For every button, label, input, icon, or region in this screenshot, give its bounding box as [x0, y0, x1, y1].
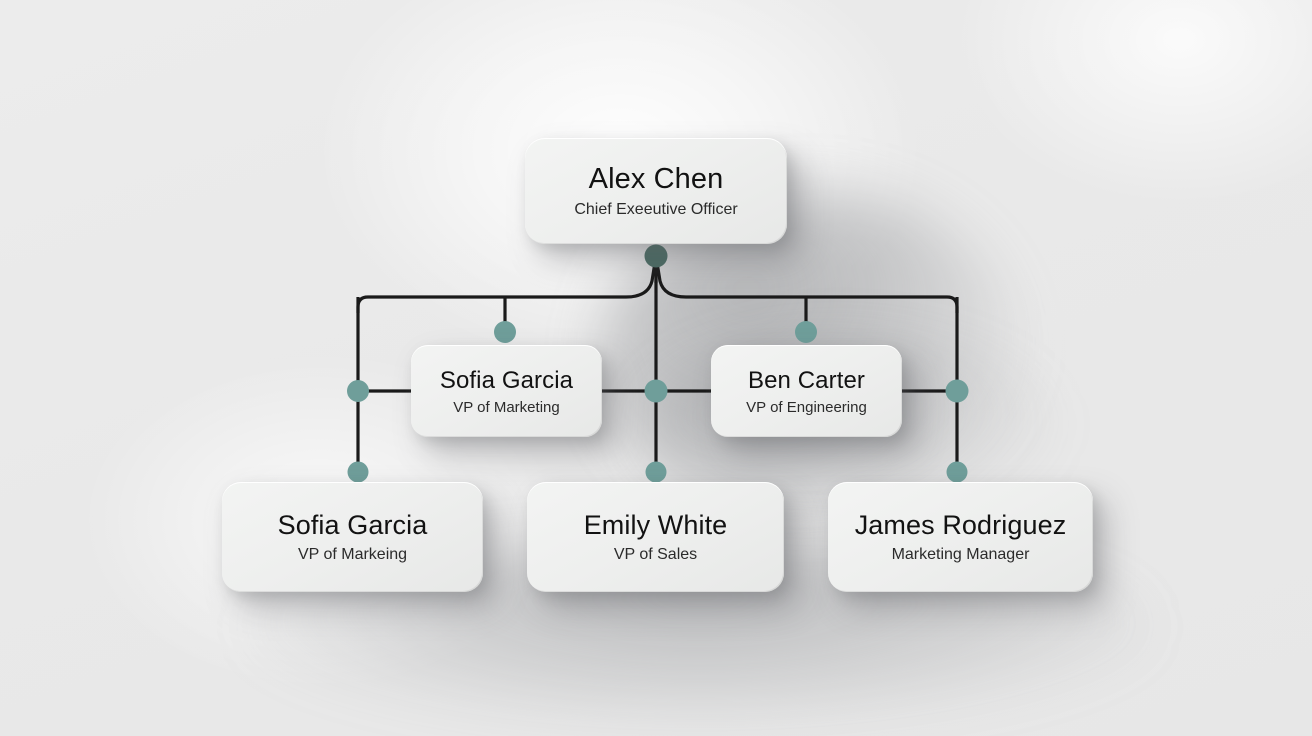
- node-dots: [347, 244, 969, 483]
- org-node-name: Emily White: [583, 510, 728, 540]
- org-node-card-emily[interactable]: Emily White VP of Sales: [527, 482, 784, 592]
- org-node-card-james[interactable]: James Rodriguez Marketing Manager: [828, 482, 1093, 592]
- dot-james: [946, 461, 968, 483]
- org-node-name: Alex Chen: [588, 163, 724, 195]
- dot-emily: [645, 461, 667, 483]
- org-node-card-engineering[interactable]: Ben Carter VP of Engineering: [711, 345, 902, 437]
- org-node-title: VP of Markeing: [297, 546, 408, 563]
- dot-left-rail-mid: [347, 380, 369, 402]
- org-node-title: VP of Marketing: [453, 398, 560, 416]
- org-node-card-ceo[interactable]: Alex Chen Chief Exeeutive Officer: [525, 138, 787, 244]
- org-node-title: VP of Engineering: [746, 398, 867, 416]
- org-node-title: VP of Sales: [613, 546, 698, 563]
- dot-bus-engineering: [795, 321, 817, 343]
- org-node-card-marketing[interactable]: Sofia Garcia VP of Marketing: [411, 345, 602, 437]
- edge-bus-left: [356, 255, 658, 313]
- org-node-name: Sofia Garcia: [439, 366, 574, 394]
- org-node-card-sofia[interactable]: Sofia Garcia VP of Markeing: [222, 482, 483, 592]
- org-node-name: James Rodriguez: [854, 510, 1067, 540]
- dot-center-rail-mid: [644, 379, 668, 403]
- dot-bus-marketing: [494, 321, 516, 343]
- dot-sofia: [347, 461, 369, 483]
- org-node-title: Marketing Manager: [891, 546, 1030, 563]
- org-node-name: Sofia Garcia: [277, 510, 428, 540]
- dot-ceo: [644, 244, 668, 268]
- org-node-title: Chief Exeeutive Officer: [574, 201, 738, 218]
- org-node-name: Ben Carter: [747, 366, 866, 394]
- dot-right-rail-mid: [945, 379, 969, 403]
